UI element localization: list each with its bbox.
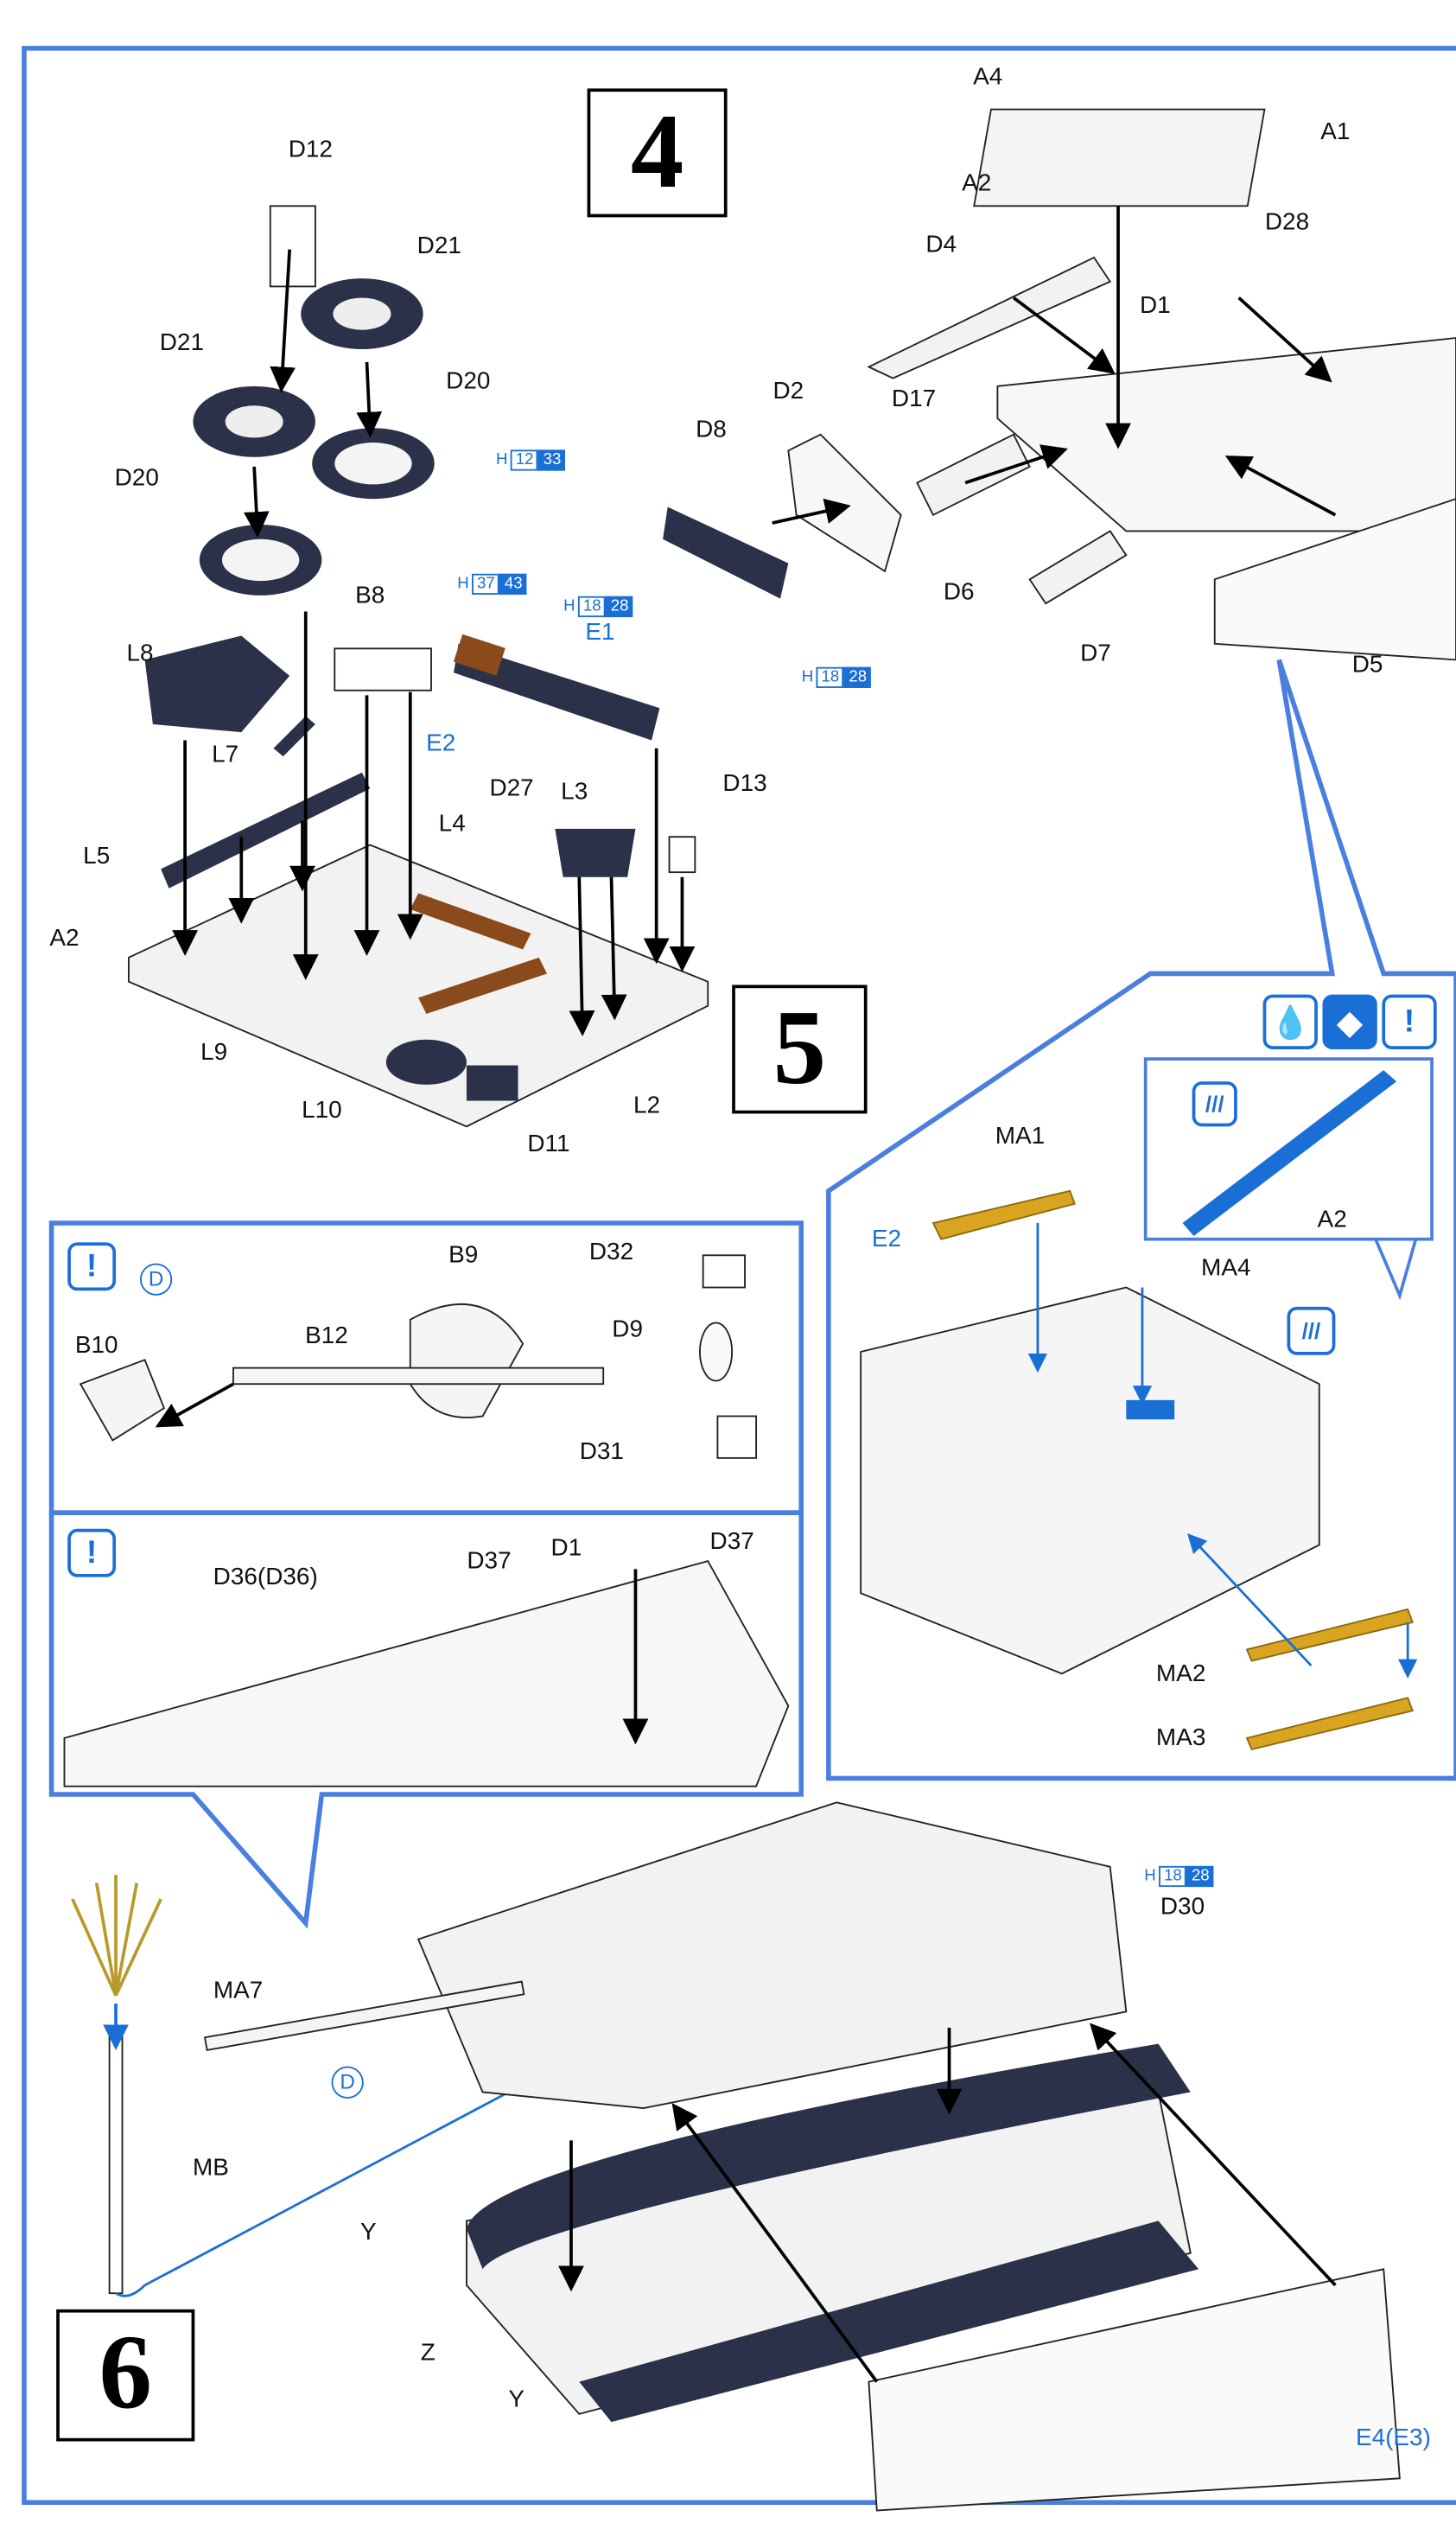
paint-code: 28 <box>606 596 634 618</box>
part-label: D6 <box>943 578 975 607</box>
part-label: L10 <box>302 1096 342 1125</box>
part-label: D21 <box>416 233 461 260</box>
part-label: D37 <box>467 1547 512 1575</box>
part-label: D37 <box>709 1527 754 1556</box>
part-label: E2 <box>426 730 456 758</box>
step-6-number: 6 <box>56 2309 195 2442</box>
part-label: D2 <box>773 377 804 405</box>
part-label: A1 <box>1320 118 1351 146</box>
part-label: D4 <box>925 231 957 258</box>
part-label: Y <box>508 2386 525 2413</box>
paint-prefix: H <box>457 575 469 594</box>
part-label: B9 <box>448 1241 479 1270</box>
part-label: D5 <box>1351 651 1383 679</box>
part-label: D30 <box>1160 1893 1205 1921</box>
paint-code: 18 <box>1159 1865 1187 1888</box>
part-label: MA2 <box>1155 1660 1206 1688</box>
paint-prefix: H <box>495 451 508 469</box>
part-label: A2 <box>962 169 992 198</box>
part-label: A4 <box>973 63 1003 92</box>
step-5-number: 5 <box>732 984 868 1114</box>
hull-6 <box>416 1801 1128 2110</box>
paint-prefix: H <box>1144 1867 1156 1886</box>
sand-file-icon: /// <box>1192 1081 1237 1127</box>
part-label: Z <box>420 2339 436 2367</box>
decal-marker: D <box>139 1263 173 1296</box>
detail-callout-right <box>826 659 1456 1781</box>
part-label: MA4 <box>1201 1254 1251 1283</box>
paint-code: 28 <box>843 666 872 688</box>
paint-prefix: H <box>801 668 814 687</box>
part-label: B10 <box>74 1331 118 1360</box>
part-label: D20 <box>114 464 159 492</box>
cement-icon: ! <box>67 1528 117 1577</box>
part-label: D8 <box>696 416 727 443</box>
engine-deck-a2 <box>128 844 709 1128</box>
part-label: D20 <box>446 367 491 396</box>
part-label: MA3 <box>1155 1724 1206 1752</box>
part-label: E2 <box>871 1225 901 1253</box>
part-label: MB <box>192 2154 229 2182</box>
side-skirts <box>868 2268 1401 2512</box>
part-label: D21 <box>159 328 205 357</box>
detail-inset-a2 <box>1143 1057 1434 1241</box>
part-label: MA7 <box>213 1977 264 2004</box>
cement-icon: ! <box>1382 994 1437 1049</box>
part-label: D32 <box>588 1238 634 1266</box>
decal-marker: D <box>331 2066 364 2099</box>
part-label: D1 <box>1139 291 1171 320</box>
paint-code: 37 <box>472 573 500 595</box>
part-label: D36(D36) <box>213 1563 318 1591</box>
part-label: E1 <box>585 618 615 647</box>
cement-icon: ! <box>67 1242 117 1291</box>
part-label: D1 <box>550 1534 582 1562</box>
part-label: B12 <box>305 1322 348 1350</box>
part-label: E4(E3) <box>1355 2424 1431 2452</box>
part-label: L4 <box>438 810 466 838</box>
part-label: A2 <box>1317 1206 1347 1234</box>
symmetric-assembly-icon: ◆ <box>1322 994 1377 1049</box>
part-label: D12 <box>288 136 333 163</box>
sand-file-icon: /// <box>1287 1306 1336 1355</box>
paint-prefix: H <box>563 597 575 616</box>
glue-drop-icon: 💧 <box>1262 994 1318 1049</box>
part-label: MA1 <box>995 1122 1046 1150</box>
part-label: L3 <box>561 778 588 806</box>
paint-code: 12 <box>511 449 539 471</box>
paint-code: 18 <box>578 596 607 618</box>
part-label: L7 <box>212 741 239 769</box>
part-label: D31 <box>579 1437 624 1466</box>
part-label: D9 <box>612 1316 644 1343</box>
step-4-number: 4 <box>587 88 728 218</box>
part-label: B8 <box>355 582 385 609</box>
paint-code: 18 <box>816 666 844 688</box>
part-label: A2 <box>49 924 79 952</box>
part-label: L8 <box>126 640 154 667</box>
part-label: L2 <box>633 1092 661 1119</box>
part-label: Y <box>360 2218 377 2246</box>
page-border <box>22 46 1456 2506</box>
part-label: D17 <box>891 385 937 413</box>
part-label: L5 <box>83 842 111 870</box>
part-label: D7 <box>1080 640 1111 667</box>
paint-code: 43 <box>499 573 528 595</box>
detail-box-hull <box>48 1510 804 1929</box>
paint-code: 33 <box>538 449 566 471</box>
part-label: D13 <box>722 769 767 798</box>
part-label: D11 <box>527 1130 570 1158</box>
part-label: D28 <box>1264 208 1310 236</box>
part-label: D27 <box>489 774 534 803</box>
part-label: L9 <box>200 1038 228 1067</box>
paint-code: 28 <box>1186 1865 1215 1888</box>
